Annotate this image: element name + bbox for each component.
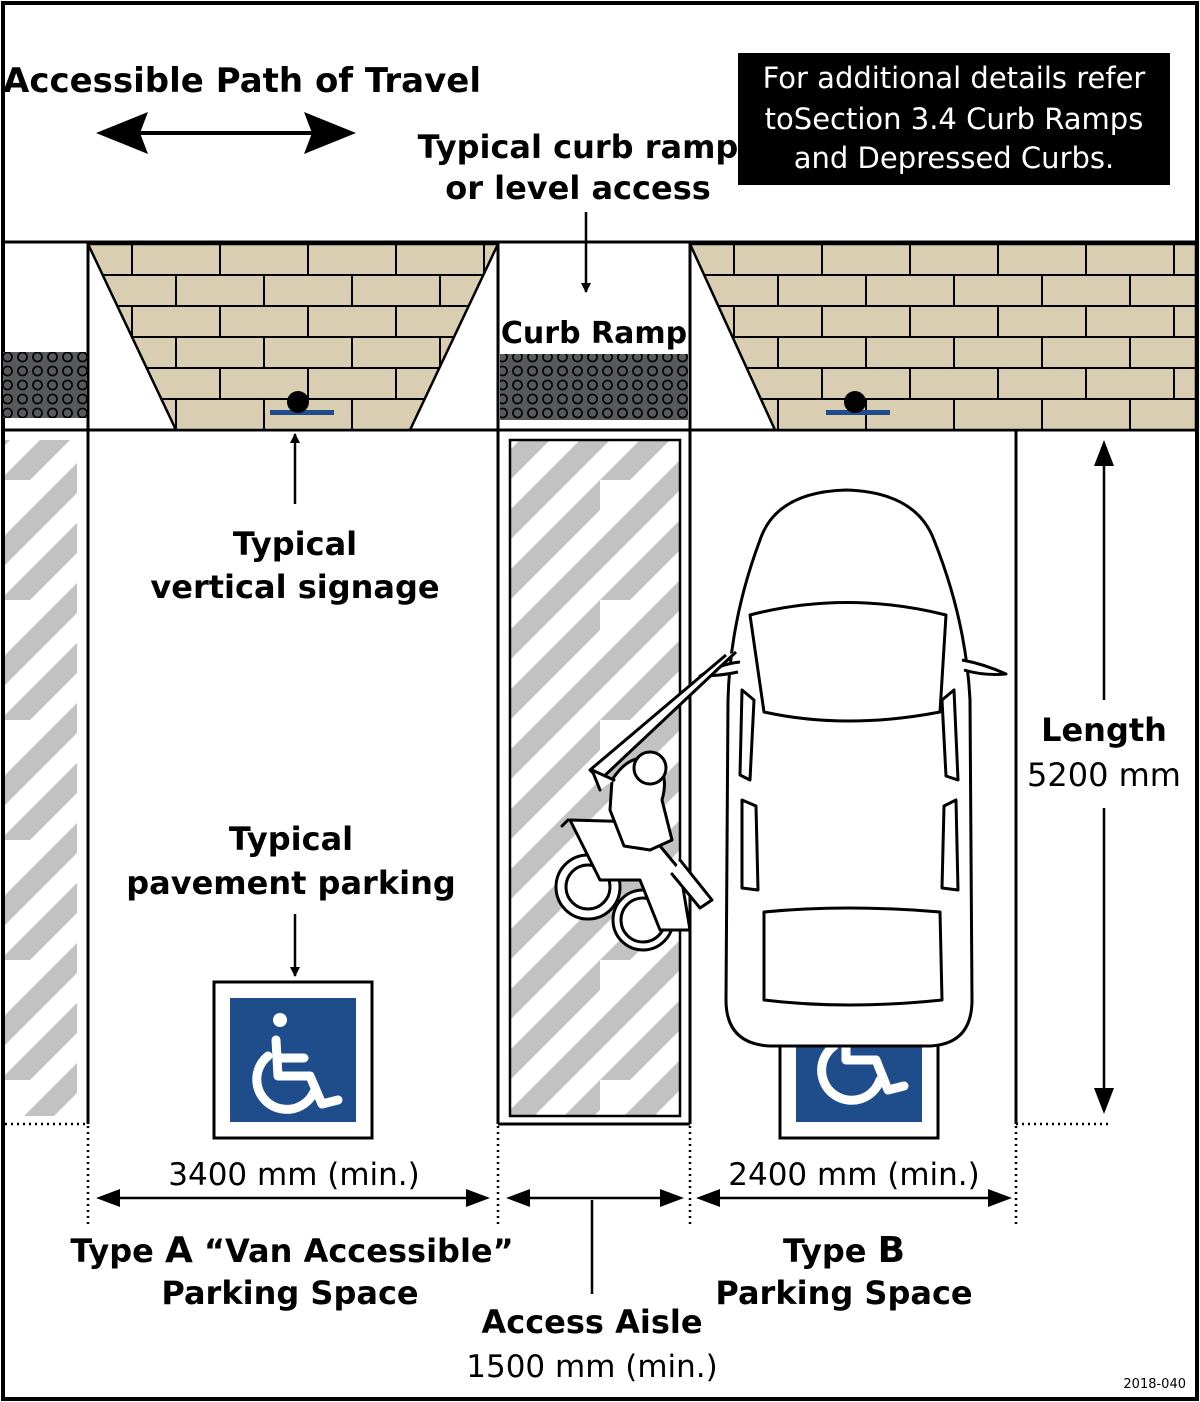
signage-callout-line-2: vertical signage bbox=[150, 568, 439, 606]
curb-ramp-label: Curb Ramp bbox=[501, 316, 687, 351]
type-b-title-line-2: Parking Space bbox=[715, 1274, 972, 1312]
sign-post-left bbox=[270, 391, 334, 415]
wheelchair-user-icon bbox=[554, 750, 714, 952]
sign-post-right bbox=[826, 391, 890, 415]
pavement-callout-line-2: pavement parking bbox=[126, 864, 456, 902]
curb-ramp-callout-line-1: Typical curb ramp bbox=[418, 128, 739, 166]
pavement-symbol-type-b bbox=[778, 1028, 940, 1140]
type-b-title-line-1: Type B bbox=[783, 1230, 905, 1271]
path-of-travel-title: Accessible Path of Travel bbox=[3, 61, 481, 101]
car-icon bbox=[588, 488, 1008, 1048]
dimension-arrows bbox=[96, 1189, 1012, 1294]
note-line-2: toSection 3.4 Curb Ramps bbox=[765, 102, 1144, 136]
pavement-callout-line-1: Typical bbox=[229, 820, 353, 858]
note-line-3: and Depressed Curbs. bbox=[794, 141, 1114, 175]
brick-sidewalk-right bbox=[690, 244, 1196, 430]
wheelchair-icon bbox=[252, 1013, 343, 1114]
callout-arrows bbox=[290, 212, 1106, 1110]
note-line-1: For additional details refer bbox=[763, 61, 1146, 95]
length-value: 5200 mm bbox=[1027, 756, 1181, 794]
type-a-title-line-2: Parking Space bbox=[161, 1274, 418, 1312]
note-box bbox=[738, 53, 1170, 185]
tactile-pad-left bbox=[3, 352, 87, 418]
length-label: Length bbox=[1041, 711, 1167, 749]
tactile-pad-curb-ramp bbox=[500, 354, 688, 420]
curb-ramp-callout-line-2: or level access bbox=[445, 169, 711, 207]
hatched-area-left bbox=[5, 440, 77, 1116]
access-aisle-label: Access Aisle bbox=[481, 1303, 702, 1341]
pavement-symbol-type-a bbox=[212, 980, 374, 1140]
type-a-width: 3400 mm (min.) bbox=[168, 1157, 420, 1193]
signage-callout-line-1: Typical bbox=[233, 525, 357, 563]
figure-id: 2018-040 bbox=[1123, 1377, 1186, 1392]
path-of-travel-arrow bbox=[96, 112, 356, 154]
type-b-width: 2400 mm (min.) bbox=[728, 1157, 980, 1193]
space-end-dotted-lines bbox=[5, 1122, 1110, 1228]
type-a-title-line-1: Type A “Van Accessible” bbox=[70, 1230, 513, 1271]
access-aisle-width: 1500 mm (min.) bbox=[466, 1349, 718, 1385]
